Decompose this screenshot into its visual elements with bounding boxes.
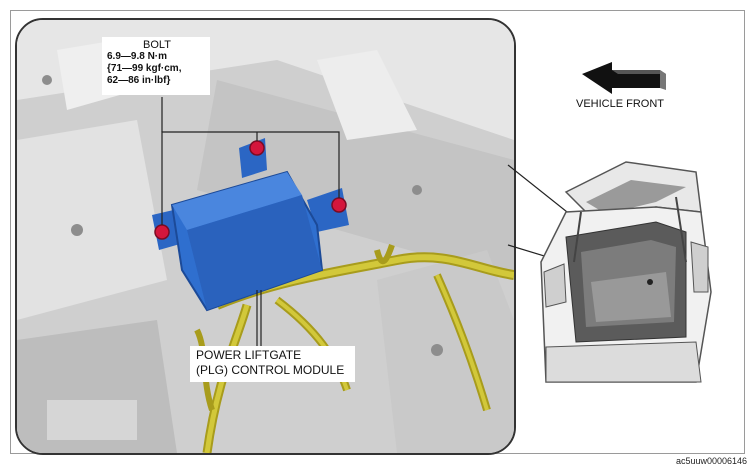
module-label-line2: (PLG) CONTROL MODULE [196, 363, 345, 377]
module-label-line1: POWER LIFTGATE [196, 348, 302, 362]
vehicle-front-label: VEHICLE FRONT [576, 98, 665, 110]
vehicle-front-arrow-icon [582, 62, 666, 94]
bolt-spec-line3: 62—86 in·lbf} [107, 75, 171, 86]
module-label: POWER LIFTGATE (PLG) CONTROL MODULE [196, 348, 344, 378]
bolt-torque-spec: 6.9—9.8 N·m {71—99 kgf·cm, 62—86 in·lbf} [107, 51, 181, 87]
bolt-spec-line1: 6.9—9.8 N·m [107, 51, 168, 62]
figure-code: ac5uuw00006146 [676, 456, 748, 466]
module-label-box [190, 346, 355, 382]
bolt-spec-line2: {71—99 kgf·cm, [107, 63, 182, 74]
bolt-title: BOLT [143, 39, 171, 51]
detail-view [15, 18, 516, 455]
vehicle-rear-illustration [540, 161, 712, 383]
bolt-label-box [102, 37, 210, 95]
detail-illustration [17, 20, 514, 453]
